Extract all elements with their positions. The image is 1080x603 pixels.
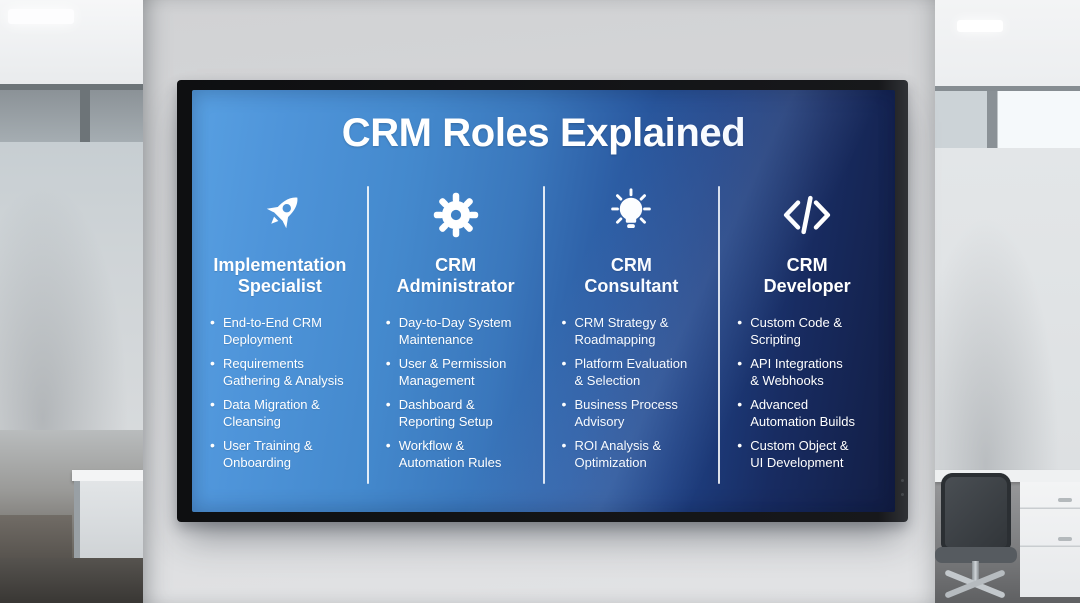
bullet-text: Dashboard & Reporting Setup xyxy=(398,397,493,429)
desk-top-left xyxy=(72,470,143,481)
column-title: CRM Consultant xyxy=(584,255,679,297)
column-divider xyxy=(366,186,369,484)
role-columns: Implementation Specialist End-to-End CRM… xyxy=(192,178,895,512)
frosted-glass-left xyxy=(0,142,143,430)
floor-strip-left xyxy=(0,558,143,603)
column-implementation-specialist: Implementation Specialist End-to-End CRM… xyxy=(192,178,368,512)
column-crm-administrator: CRM Administrator Day-to-Day System Main… xyxy=(368,178,544,512)
bullet-item: End-to-End CRM Deployment xyxy=(210,314,358,348)
column-crm-developer: CRM Developer Custom Code & Scripting AP… xyxy=(719,178,895,512)
interior-window-left xyxy=(0,84,143,148)
bullet-item: Day-to-Day System Maintenance xyxy=(386,314,534,348)
ceiling-light-right xyxy=(957,20,1003,32)
bullet-text: Business Process Advisory xyxy=(574,397,678,429)
bullet-item: Requirements Gathering & Analysis xyxy=(210,355,358,389)
bullet-text: API Integrations & Webhooks xyxy=(750,356,843,388)
rocket-icon xyxy=(266,197,298,229)
ceiling-light-left xyxy=(8,9,74,24)
bullet-text: Custom Object & UI Development xyxy=(750,438,849,470)
column-divider xyxy=(542,186,545,484)
drawer-handle xyxy=(1058,498,1072,502)
icon-box xyxy=(252,183,308,247)
bullet-item: Business Process Advisory xyxy=(562,396,710,430)
bullet-text: Workflow & Automation Rules xyxy=(398,438,502,470)
bullet-item: Workflow & Automation Rules xyxy=(386,437,534,471)
desk-left xyxy=(72,470,143,603)
gear-icon xyxy=(433,192,478,238)
office-chair xyxy=(931,473,1026,603)
tv-frame: CRM Roles Explained xyxy=(177,80,908,522)
code-icon xyxy=(784,195,831,235)
bullet-item: User & Permission Management xyxy=(386,355,534,389)
column-crm-consultant: CRM Consultant CRM Strategy & Roadmappin… xyxy=(544,178,720,512)
window-right xyxy=(935,86,1080,157)
column-title: CRM Administrator xyxy=(396,255,515,297)
column-title: CRM Developer xyxy=(763,255,851,297)
office-background-left xyxy=(0,0,143,603)
column-divider xyxy=(718,186,721,484)
bullet-item: Platform Evaluation & Selection xyxy=(562,355,710,389)
bullet-item: ROI Analysis & Optimization xyxy=(562,437,710,471)
bullet-text: ROI Analysis & Optimization xyxy=(574,438,662,470)
bullet-item: Dashboard & Reporting Setup xyxy=(386,396,534,430)
column-title: Implementation Specialist xyxy=(213,255,347,297)
desk-leg-left xyxy=(74,481,80,576)
office-background-right xyxy=(935,0,1080,603)
bullet-item: Data Migration & Cleansing xyxy=(210,396,358,430)
bullet-text: Platform Evaluation & Selection xyxy=(574,356,688,388)
bullet-list: Custom Code & Scripting API Integrations… xyxy=(719,314,895,471)
bullet-text: End-to-End CRM Deployment xyxy=(223,315,322,347)
ceiling-left xyxy=(0,0,143,84)
bullet-text: Requirements Gathering & Analysis xyxy=(223,356,344,388)
bullet-item: User Training & Onboarding xyxy=(210,437,358,471)
bullet-item: Custom Code & Scripting xyxy=(737,314,885,348)
bullet-text: User & Permission Management xyxy=(398,356,507,388)
drawer-cabinet-right xyxy=(1020,482,1080,597)
chair-backrest xyxy=(941,473,1011,551)
chair-seat xyxy=(935,547,1017,563)
icon-box xyxy=(430,183,482,247)
icon-box xyxy=(602,183,660,247)
bullet-text: CRM Strategy & Roadmapping xyxy=(574,315,669,347)
bullet-text: Advanced Automation Builds xyxy=(750,397,856,429)
bullet-item: CRM Strategy & Roadmapping xyxy=(562,314,710,348)
icon-box xyxy=(780,183,834,247)
tv-screen: CRM Roles Explained xyxy=(192,90,895,512)
ceiling-right xyxy=(935,0,1080,86)
bullet-item: Advanced Automation Builds xyxy=(737,396,885,430)
chair-stem xyxy=(972,561,979,587)
bullet-text: Custom Code & Scripting xyxy=(750,315,843,347)
slide-title: CRM Roles Explained xyxy=(341,111,746,155)
bullet-list: Day-to-Day System Maintenance User & Per… xyxy=(368,314,544,471)
bullet-list: CRM Strategy & Roadmapping Platform Eval… xyxy=(544,314,720,471)
lightbulb-icon xyxy=(611,188,652,229)
bullet-item: API Integrations & Webhooks xyxy=(737,355,885,389)
bullet-text: User Training & Onboarding xyxy=(223,438,313,470)
bullet-text: Day-to-Day System Maintenance xyxy=(398,315,512,347)
desk-front-left xyxy=(78,481,143,573)
bullet-text: Data Migration & Cleansing xyxy=(223,397,320,429)
crm-roles-slide: CRM Roles Explained xyxy=(192,90,895,512)
drawer-handle xyxy=(1058,537,1072,541)
frosted-glass-right xyxy=(935,148,1080,470)
bullet-item: Custom Object & UI Development xyxy=(737,437,885,471)
bullet-list: End-to-End CRM Deployment Requirements G… xyxy=(192,314,368,471)
